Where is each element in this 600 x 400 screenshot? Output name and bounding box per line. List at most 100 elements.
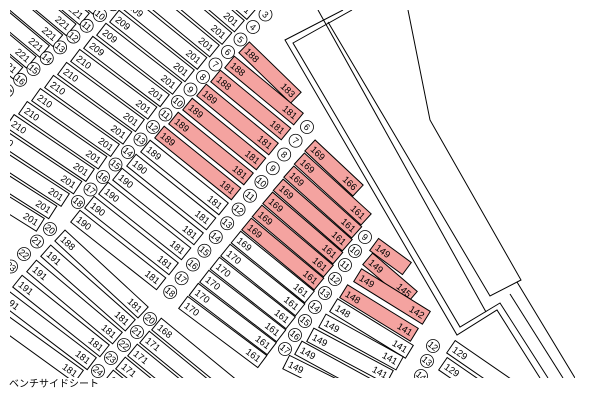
seat-row[interactable]: 168 (151, 317, 243, 396)
row-number-label: 12 (328, 272, 342, 286)
row-number-marker: 22 (17, 247, 31, 261)
row-number-circle-icon (254, 175, 269, 189)
seat-row[interactable]: 129 (445, 339, 519, 396)
row-number-label: 16 (96, 170, 110, 184)
row-number-circle-icon (10, 259, 18, 274)
seat-row[interactable]: 221 (0, 0, 104, 15)
row-box (151, 317, 243, 378)
row-number-label: 8 (198, 72, 208, 83)
row-number-marker: 10 (171, 95, 185, 109)
row-number-marker: 12 (426, 339, 440, 353)
row-number-label: 16 (288, 328, 302, 342)
seat-row[interactable]: 221 (0, 0, 64, 48)
seat-row[interactable]: 129 (437, 356, 486, 396)
seat-row[interactable]: 221 (0, 0, 51, 58)
highlighted-row-box (224, 55, 304, 126)
row-number-circle-icon (196, 70, 210, 84)
row-number-circle-icon (358, 230, 372, 244)
row-number-marker: 12 (328, 272, 342, 286)
row-number-circle-icon (109, 10, 118, 12)
seat-row[interactable]: 149 (368, 237, 413, 276)
seat-row[interactable]: 171 (115, 356, 160, 396)
row-box (10, 10, 64, 48)
row-box (10, 10, 51, 58)
bench-outer-wall (284, 10, 541, 378)
row-number-label: 16 (13, 73, 27, 87)
seat-row[interactable]: 221 (0, 0, 37, 69)
seat-row[interactable]: 221 (0, 0, 11, 91)
row-box (40, 244, 136, 332)
seat-row[interactable]: 221 (0, 0, 24, 80)
seat-row[interactable]: 171 (103, 369, 141, 400)
row-number-label: 13 (53, 41, 67, 55)
row-number-marker: 14 (209, 230, 223, 244)
seat-row[interactable]: 171 (139, 330, 215, 396)
row-box (329, 298, 414, 359)
row-number-circle-icon (43, 222, 57, 236)
row-number-circle-icon (79, 18, 94, 33)
row-number-circle-icon (104, 351, 118, 365)
seat-row[interactable]: 171 (127, 343, 188, 396)
seat-row[interactable]: 221 (0, 0, 77, 37)
